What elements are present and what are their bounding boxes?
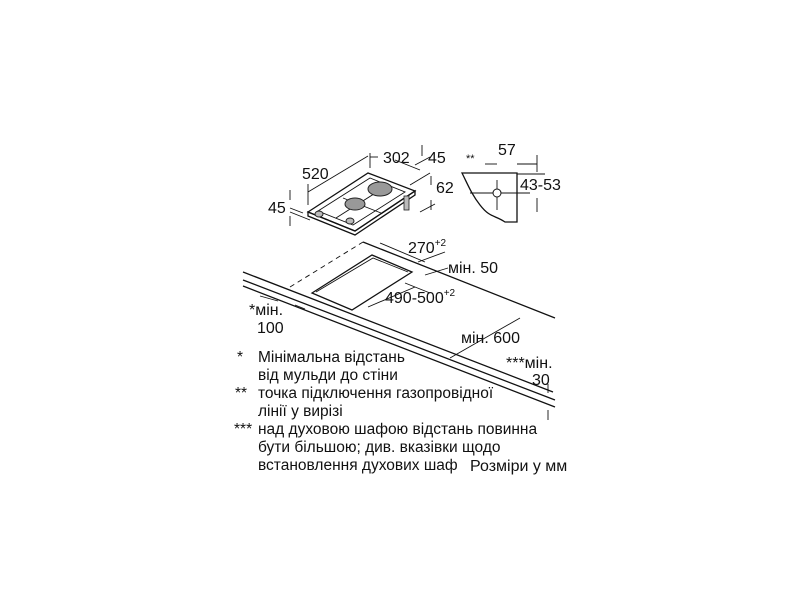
dim-45-top: 45 (428, 150, 446, 167)
burner-large (367, 181, 393, 197)
dim-min-wall-value: 100 (257, 320, 284, 337)
note-text: точка підключення газопровідної (258, 385, 494, 402)
burner-small (344, 197, 366, 211)
dim-45-left: 45 (268, 200, 286, 217)
dimension-lines (259, 145, 549, 420)
dim-min-bottom-value: 30 (532, 372, 550, 389)
gas-hob (306, 172, 417, 236)
knob (314, 210, 324, 218)
dim-min-bottom-label: ***мін. (506, 355, 553, 372)
dim-min-600: мін. 600 (461, 330, 520, 347)
gas-connection-profile (460, 155, 545, 223)
dim-min-wall-label: *мін. (249, 302, 284, 319)
note-marker: ** (235, 385, 248, 402)
knob (345, 217, 355, 225)
note-marker: *** (234, 421, 253, 438)
note-text: лінії у вирізі (258, 403, 343, 420)
dim-62: 62 (436, 180, 454, 197)
note-text: над духовою шафою відстань повинна (258, 421, 538, 438)
cutout (310, 254, 414, 311)
dim-520: 520 (302, 166, 329, 183)
countertop (242, 241, 556, 408)
note-marker: * (237, 349, 244, 366)
dim-57: 57 (498, 142, 516, 159)
dim-min-50: мін. 50 (448, 260, 499, 277)
dim-43-53: 43-53 (520, 177, 561, 194)
dim-270: 270+2 (408, 238, 447, 258)
units-note: Розміри у мм (470, 458, 568, 475)
dim-490-500: 490-500+2 (385, 288, 456, 308)
note-text: від мульди до стіни (258, 367, 398, 384)
note-text: бути більшою; див. вказівки щодо (258, 439, 501, 456)
note-text: встановлення духових шаф (258, 457, 458, 474)
profile-marker: ** (466, 153, 475, 165)
dim-302: 302 (383, 150, 410, 167)
note-text: Мінімальна відстань (258, 349, 405, 366)
